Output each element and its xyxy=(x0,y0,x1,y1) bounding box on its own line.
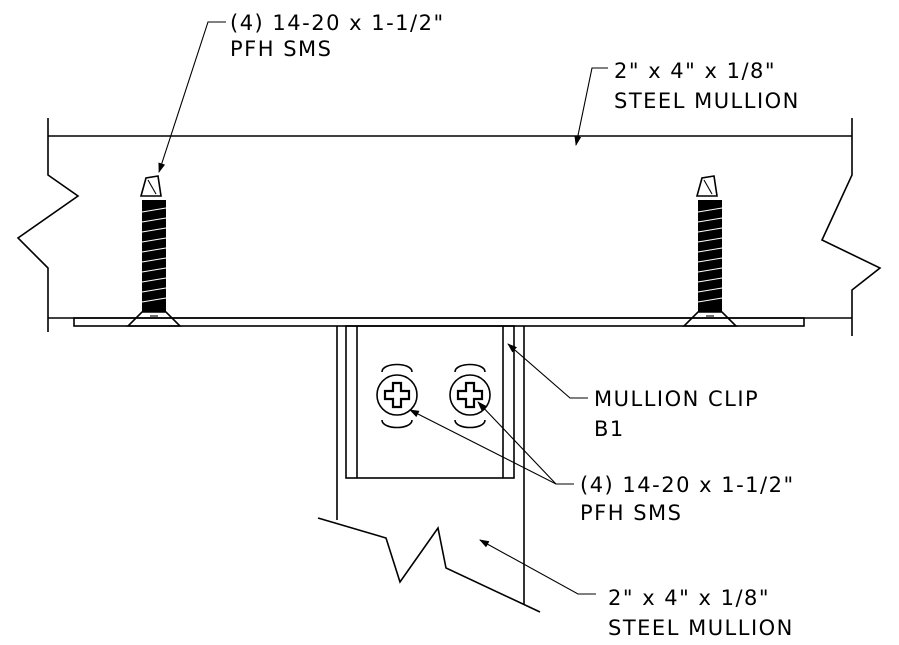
label-top-screw-line1: (4) 14-20 x 1-1/2" xyxy=(230,11,445,35)
mullion-clip-b1 xyxy=(345,325,515,479)
clip-flange-plate xyxy=(73,317,805,327)
label-vertical-mullion-line1: 2" x 4" x 1/8" xyxy=(608,586,770,610)
label-vertical-mullion-line2: STEEL MULLION xyxy=(608,616,794,640)
vertical-steel-mullion xyxy=(317,326,541,613)
label-clip-line1: MULLION CLIP xyxy=(594,387,759,411)
label-horizontal-mullion-line2: STEEL MULLION xyxy=(614,89,800,113)
top-right-screw xyxy=(682,175,738,327)
label-clip-line2: B1 xyxy=(594,417,625,441)
clip-screw-left xyxy=(376,363,418,429)
label-horizontal-mullion: 2" x 4" x 1/8" STEEL MULLION xyxy=(614,59,800,113)
clip-screw-right xyxy=(449,363,491,429)
label-vertical-mullion: 2" x 4" x 1/8" STEEL MULLION xyxy=(608,586,794,640)
label-clip-screws-line1: (4) 14-20 x 1-1/2" xyxy=(580,473,795,497)
label-horizontal-mullion-line1: 2" x 4" x 1/8" xyxy=(614,59,776,83)
label-clip: MULLION CLIP B1 xyxy=(594,387,759,441)
label-clip-screws: (4) 14-20 x 1-1/2" PFH SMS xyxy=(580,473,795,525)
label-top-screw-line2: PFH SMS xyxy=(230,37,333,61)
leader-lines xyxy=(158,21,608,595)
label-clip-screws-line2: PFH SMS xyxy=(580,501,683,525)
top-left-screw xyxy=(126,175,182,327)
label-top-screw: (4) 14-20 x 1-1/2" PFH SMS xyxy=(230,11,445,61)
